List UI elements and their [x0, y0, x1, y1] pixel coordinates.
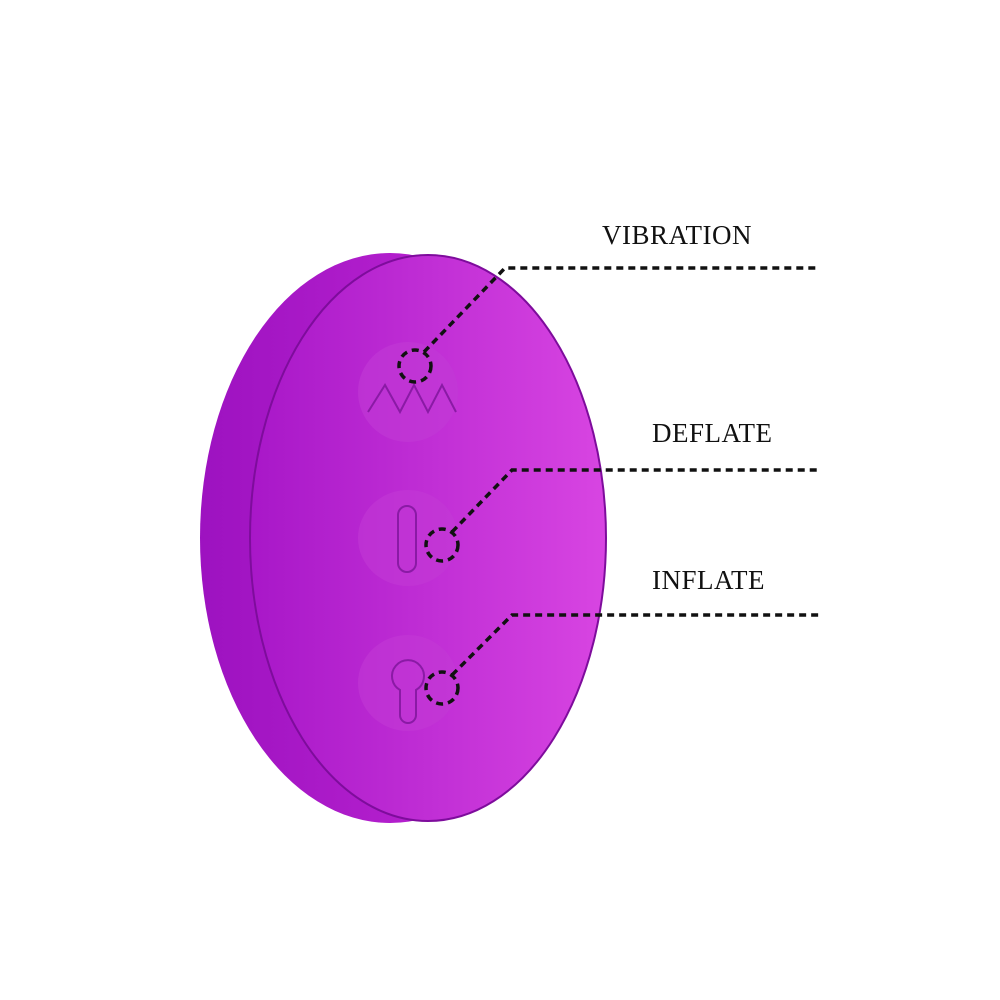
vibration-label: VIBRATION	[602, 220, 752, 250]
inflate-label: INFLATE	[652, 565, 765, 595]
keyhole-icon	[391, 659, 425, 724]
deflate-label: DEFLATE	[652, 418, 773, 448]
zigzag-icon	[367, 382, 457, 415]
callout-inflate: INFLATE	[424, 565, 820, 706]
callout-vibration: VIBRATION	[397, 220, 820, 384]
vibration-button[interactable]	[358, 342, 458, 442]
inflate-button[interactable]	[358, 635, 458, 731]
slot-icon	[397, 505, 417, 573]
callout-deflate: DEFLATE	[424, 418, 820, 563]
deflate-button[interactable]	[358, 490, 458, 586]
